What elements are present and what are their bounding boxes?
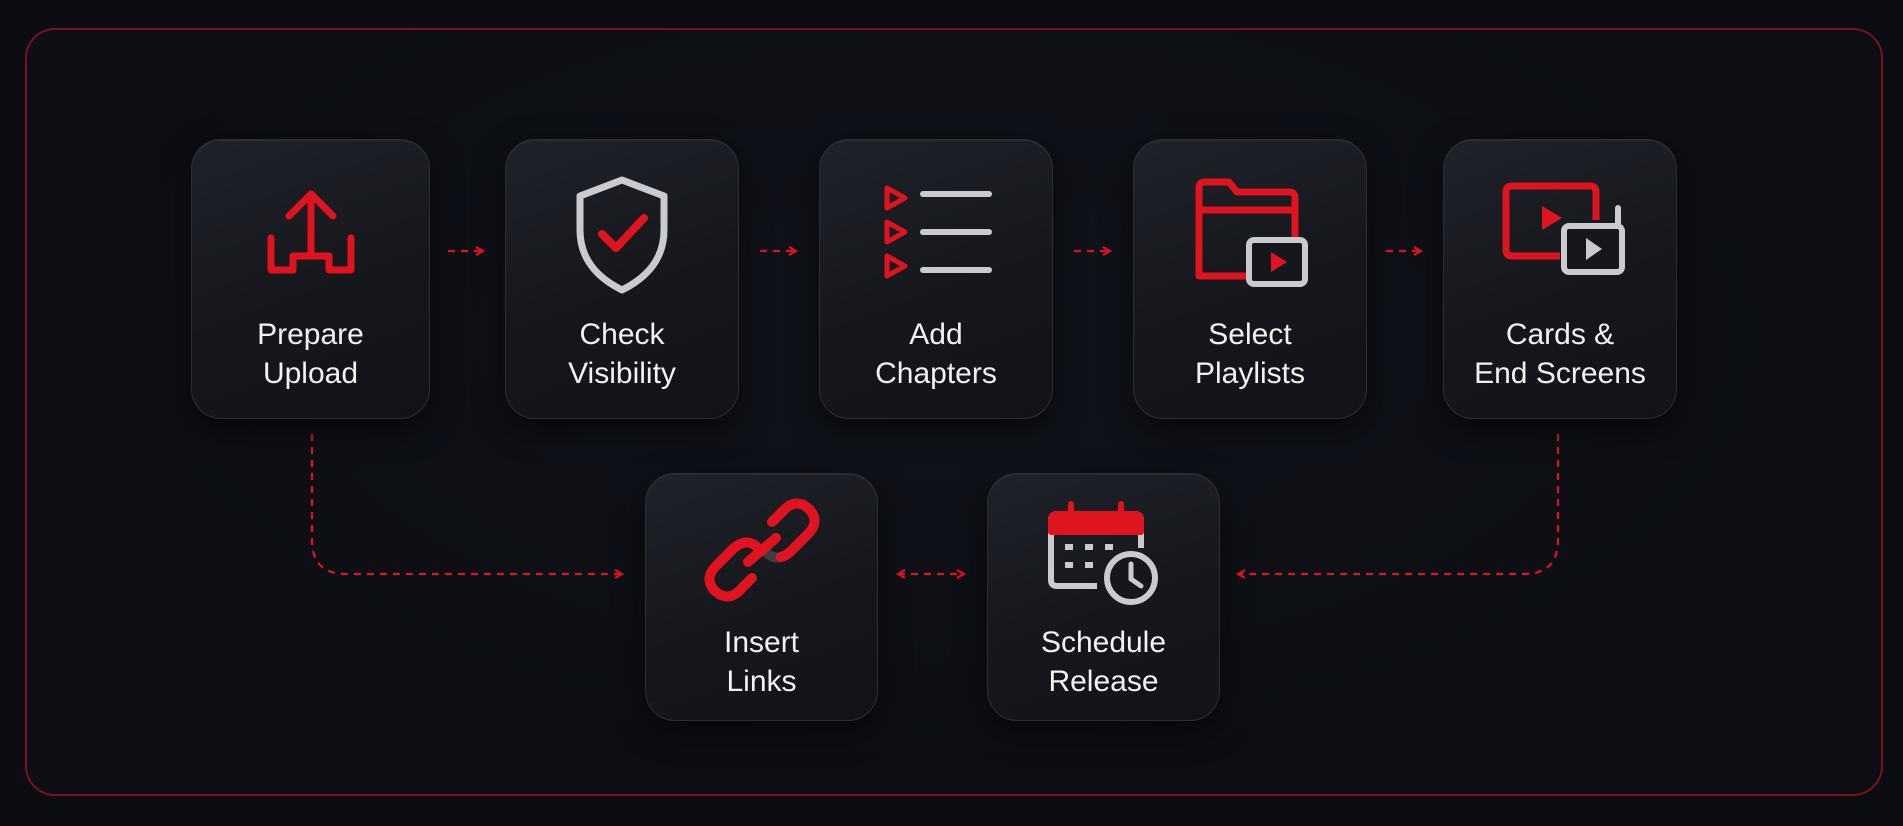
shield-check-icon — [576, 176, 668, 294]
step-label-line2: End Screens — [1474, 357, 1646, 390]
step-card-schedule-release[interactable]: Schedule Release — [987, 473, 1220, 721]
step-label-line1: Insert — [723, 626, 800, 659]
chapters-list-icon — [884, 185, 992, 279]
step-label-line2: Upload — [262, 357, 359, 390]
step-label-line2: Visibility — [568, 357, 676, 390]
step-label-line1: Select — [1208, 318, 1292, 351]
step-label-line2: Playlists — [1194, 357, 1306, 390]
step-label-line1: Add — [909, 318, 963, 351]
step-label-line2: Release — [1048, 665, 1159, 698]
step-label-line1: Schedule — [1040, 626, 1167, 659]
playlist-folder-icon — [1195, 178, 1308, 287]
step-card-prepare-upload[interactable]: Prepare Upload — [191, 139, 430, 419]
step-card-add-chapters[interactable]: Add Chapters — [819, 139, 1053, 419]
step-label-line1: Prepare — [257, 318, 364, 351]
step-label-line1: Cards & — [1505, 318, 1615, 351]
calendar-clock-icon — [1047, 501, 1158, 605]
step-card-insert-links[interactable]: Insert Links — [645, 473, 878, 721]
step-label-line2: Chapters — [875, 357, 997, 390]
step-card-cards-end-screens[interactable]: Cards & End Screens — [1443, 139, 1677, 419]
upload-icon — [267, 190, 354, 274]
end-screen-icon — [1502, 182, 1625, 275]
step-card-select-playlists[interactable]: Select Playlists — [1133, 139, 1367, 419]
step-card-check-visibility[interactable]: Check Visibility — [505, 139, 739, 419]
link-icon — [704, 498, 819, 602]
step-label-line1: Check — [579, 318, 665, 351]
step-label-line2: Links — [726, 665, 797, 698]
